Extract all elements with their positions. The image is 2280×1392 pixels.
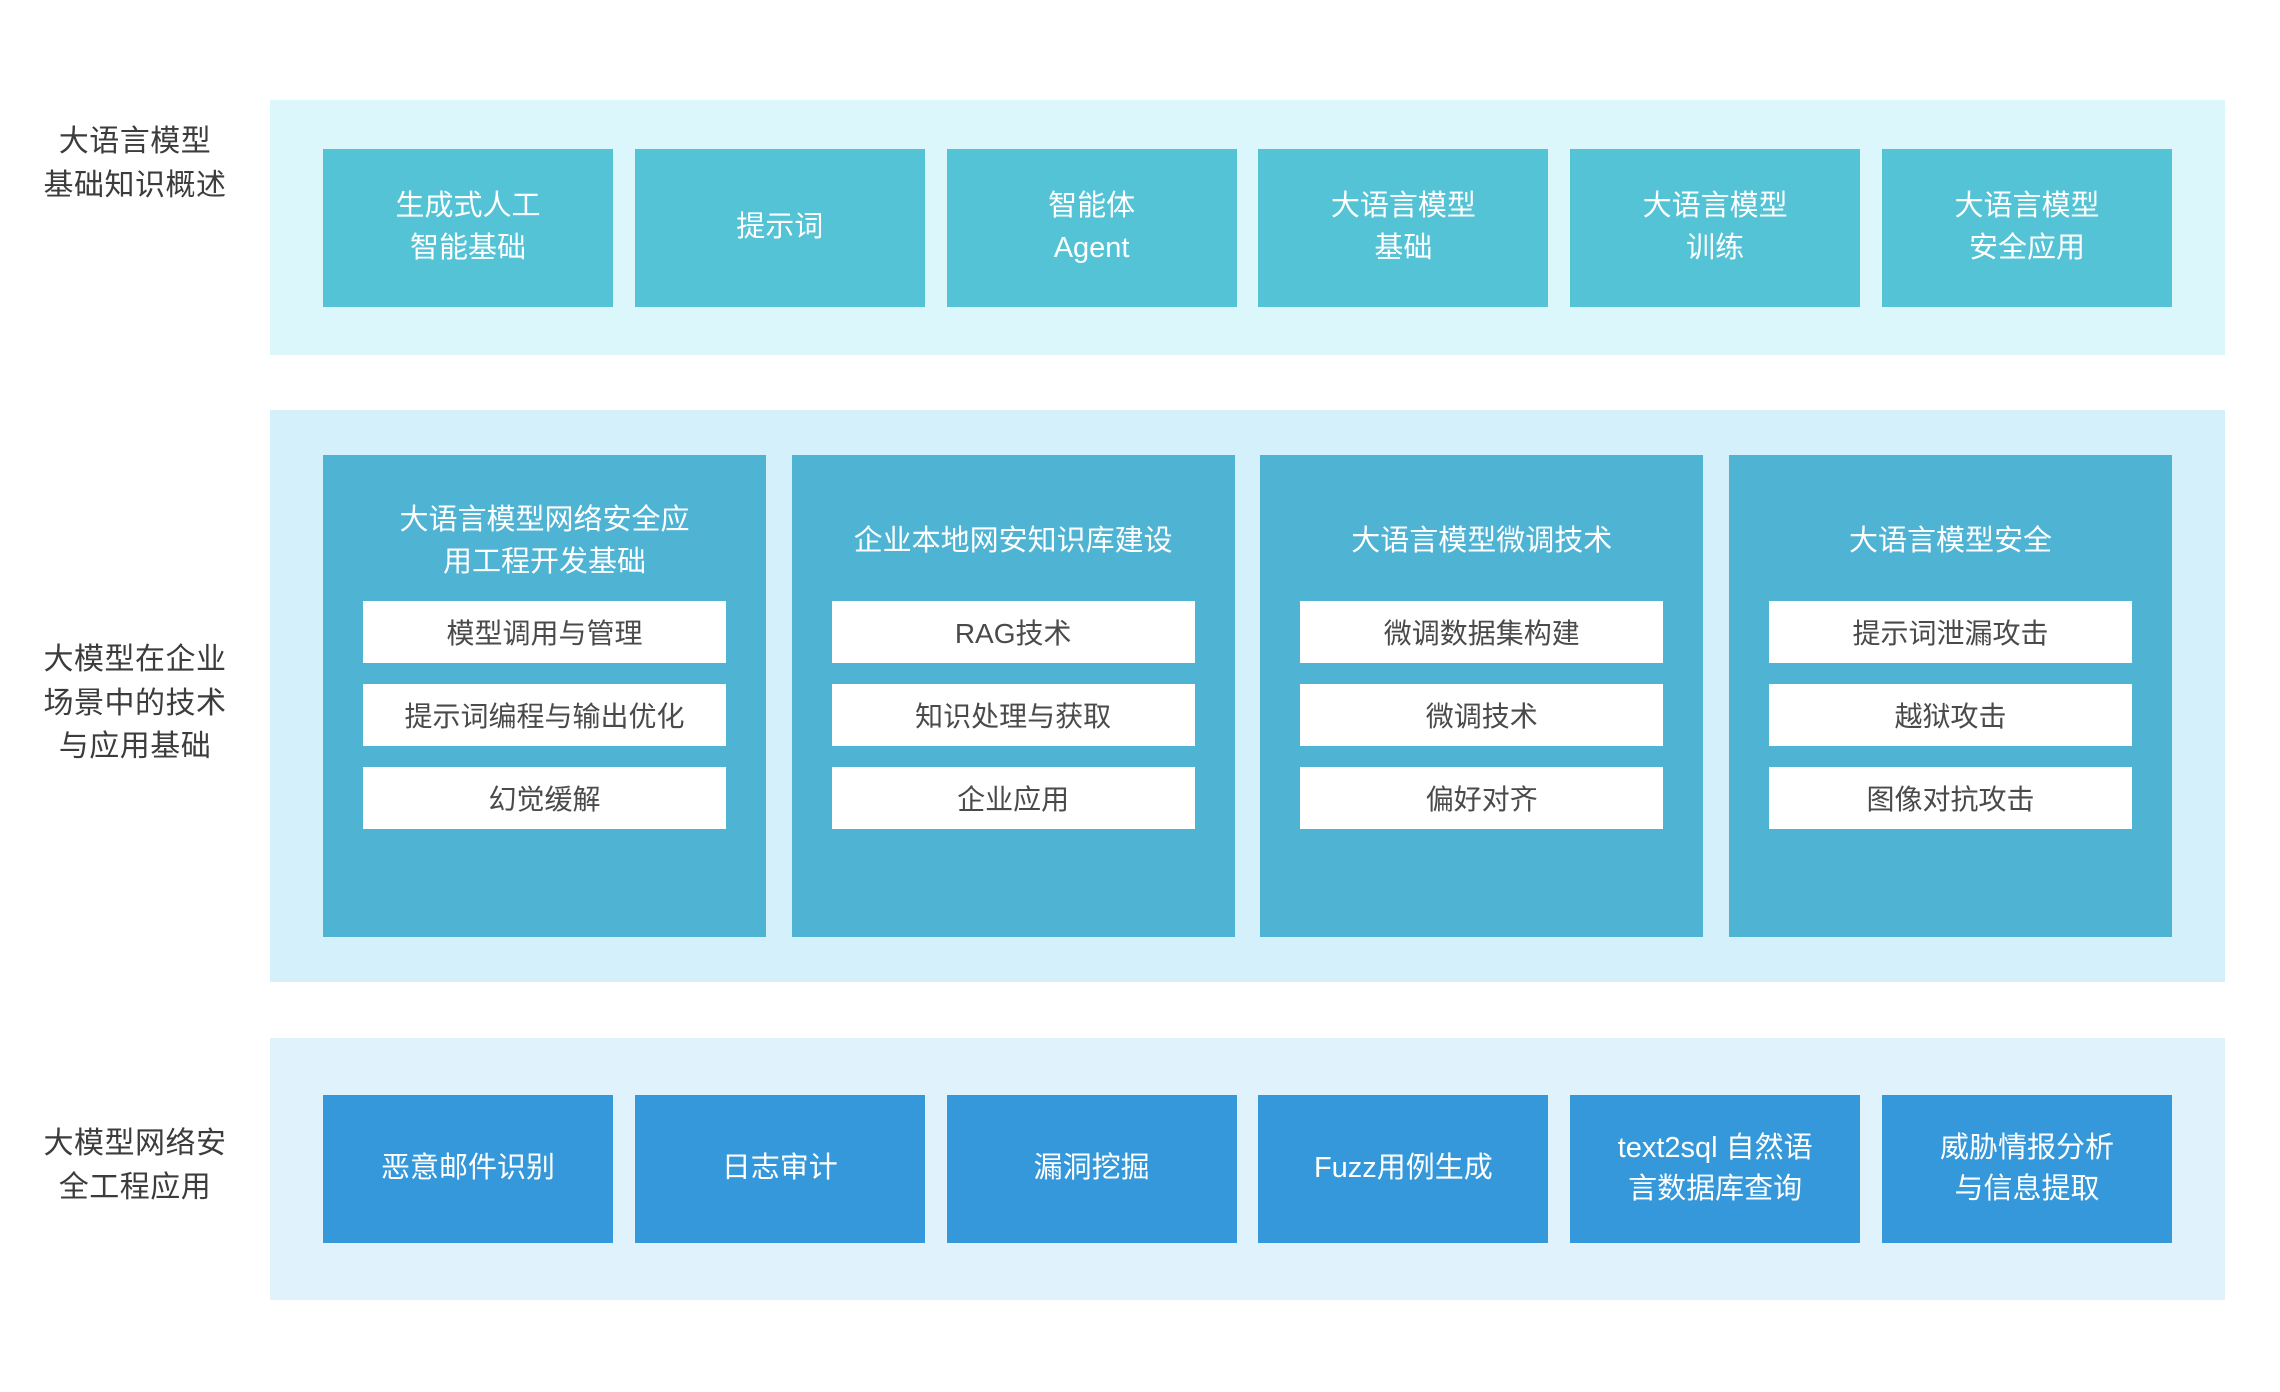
sub-item-preference-alignment[interactable]: 偏好对齐 [1300, 767, 1664, 829]
pillar-item-list: RAG技术 知识处理与获取 企业应用 [831, 601, 1195, 829]
sub-item-finetune-technology[interactable]: 微调技术 [1300, 684, 1664, 746]
pillar-item-list: 微调数据集构建 微调技术 偏好对齐 [1300, 601, 1664, 829]
sub-item-model-invocation-management[interactable]: 模型调用与管理 [363, 601, 726, 663]
sub-item-knowledge-processing-retrieval[interactable]: 知识处理与获取 [831, 684, 1195, 746]
pillar-item-list: 模型调用与管理 提示词编程与输出优化 幻觉缓解 [363, 601, 726, 829]
row-label-foundations: 大语言模型 基础知识概述 [43, 125, 227, 202]
pillar-item-list: 提示词泄漏攻击 越狱攻击 图像对抗攻击 [1768, 601, 2132, 829]
pillar-title: 大语言模型微调技术 [1351, 524, 1613, 557]
band-foundations: 生成式人工 智能基础 提示词 智能体 Agent 大语言模型 基础 大语言模型 … [270, 100, 2225, 355]
pillar-title: 大语言模型安全 [1848, 524, 2052, 557]
card-vulnerability-discovery[interactable]: 漏洞挖掘 [946, 1095, 1237, 1243]
card-llm-basics[interactable]: 大语言模型 基础 [1258, 148, 1549, 307]
card-log-audit[interactable]: 日志审计 [634, 1095, 925, 1243]
band-enterprise-tech: 大语言模型网络安全应 用工程开发基础 模型调用与管理 提示词编程与输出优化 幻觉… [270, 410, 2225, 982]
card-threat-intelligence-analysis[interactable]: 威胁情报分析 与信息提取 [1881, 1095, 2172, 1243]
row-label-enterprise-tech: 大模型在企业 场景中的技术 与应用基础 [43, 643, 227, 763]
card-llm-training[interactable]: 大语言模型 训练 [1570, 148, 1861, 307]
pillar-local-knowledge-base[interactable]: 企业本地网安知识库建设 RAG技术 知识处理与获取 企业应用 [791, 455, 1235, 937]
sub-item-enterprise-application[interactable]: 企业应用 [831, 767, 1195, 829]
sub-item-prompt-programming-output-optimization[interactable]: 提示词编程与输出优化 [363, 684, 726, 746]
sub-item-hallucination-mitigation[interactable]: 幻觉缓解 [363, 767, 726, 829]
row-label-security-applications: 大模型网络安 全工程应用 [43, 1127, 227, 1204]
card-prompt[interactable]: 提示词 [634, 148, 925, 307]
card-agent[interactable]: 智能体 Agent [946, 148, 1237, 307]
pillar-title: 大语言模型网络安全应 用工程开发基础 [399, 503, 690, 578]
pillar-llm-security[interactable]: 大语言模型安全 提示词泄漏攻击 越狱攻击 图像对抗攻击 [1728, 455, 2172, 937]
band-security-applications: 恶意邮件识别 日志审计 漏洞挖掘 Fuzz用例生成 text2sql 自然语 言… [270, 1038, 2225, 1300]
card-text2sql-database-query[interactable]: text2sql 自然语 言数据库查询 [1570, 1095, 1861, 1243]
sub-item-prompt-leakage-attack[interactable]: 提示词泄漏攻击 [1768, 601, 2132, 663]
sub-item-rag-technology[interactable]: RAG技术 [831, 601, 1195, 663]
sub-item-finetune-dataset-construction[interactable]: 微调数据集构建 [1300, 601, 1664, 663]
card-generative-ai-basics[interactable]: 生成式人工 智能基础 [323, 148, 613, 307]
pillar-fine-tuning[interactable]: 大语言模型微调技术 微调数据集构建 微调技术 偏好对齐 [1260, 455, 1704, 937]
card-llm-security-application[interactable]: 大语言模型 安全应用 [1881, 148, 2172, 307]
sub-item-image-adversarial-attack[interactable]: 图像对抗攻击 [1768, 767, 2132, 829]
card-fuzz-case-generation[interactable]: Fuzz用例生成 [1258, 1095, 1549, 1243]
card-malicious-email-detection[interactable]: 恶意邮件识别 [323, 1095, 613, 1243]
sub-item-jailbreak-attack[interactable]: 越狱攻击 [1768, 684, 2132, 746]
pillar-title: 企业本地网安知识库建设 [853, 524, 1173, 557]
pillar-llm-cybersec-engineering[interactable]: 大语言模型网络安全应 用工程开发基础 模型调用与管理 提示词编程与输出优化 幻觉… [323, 455, 766, 937]
